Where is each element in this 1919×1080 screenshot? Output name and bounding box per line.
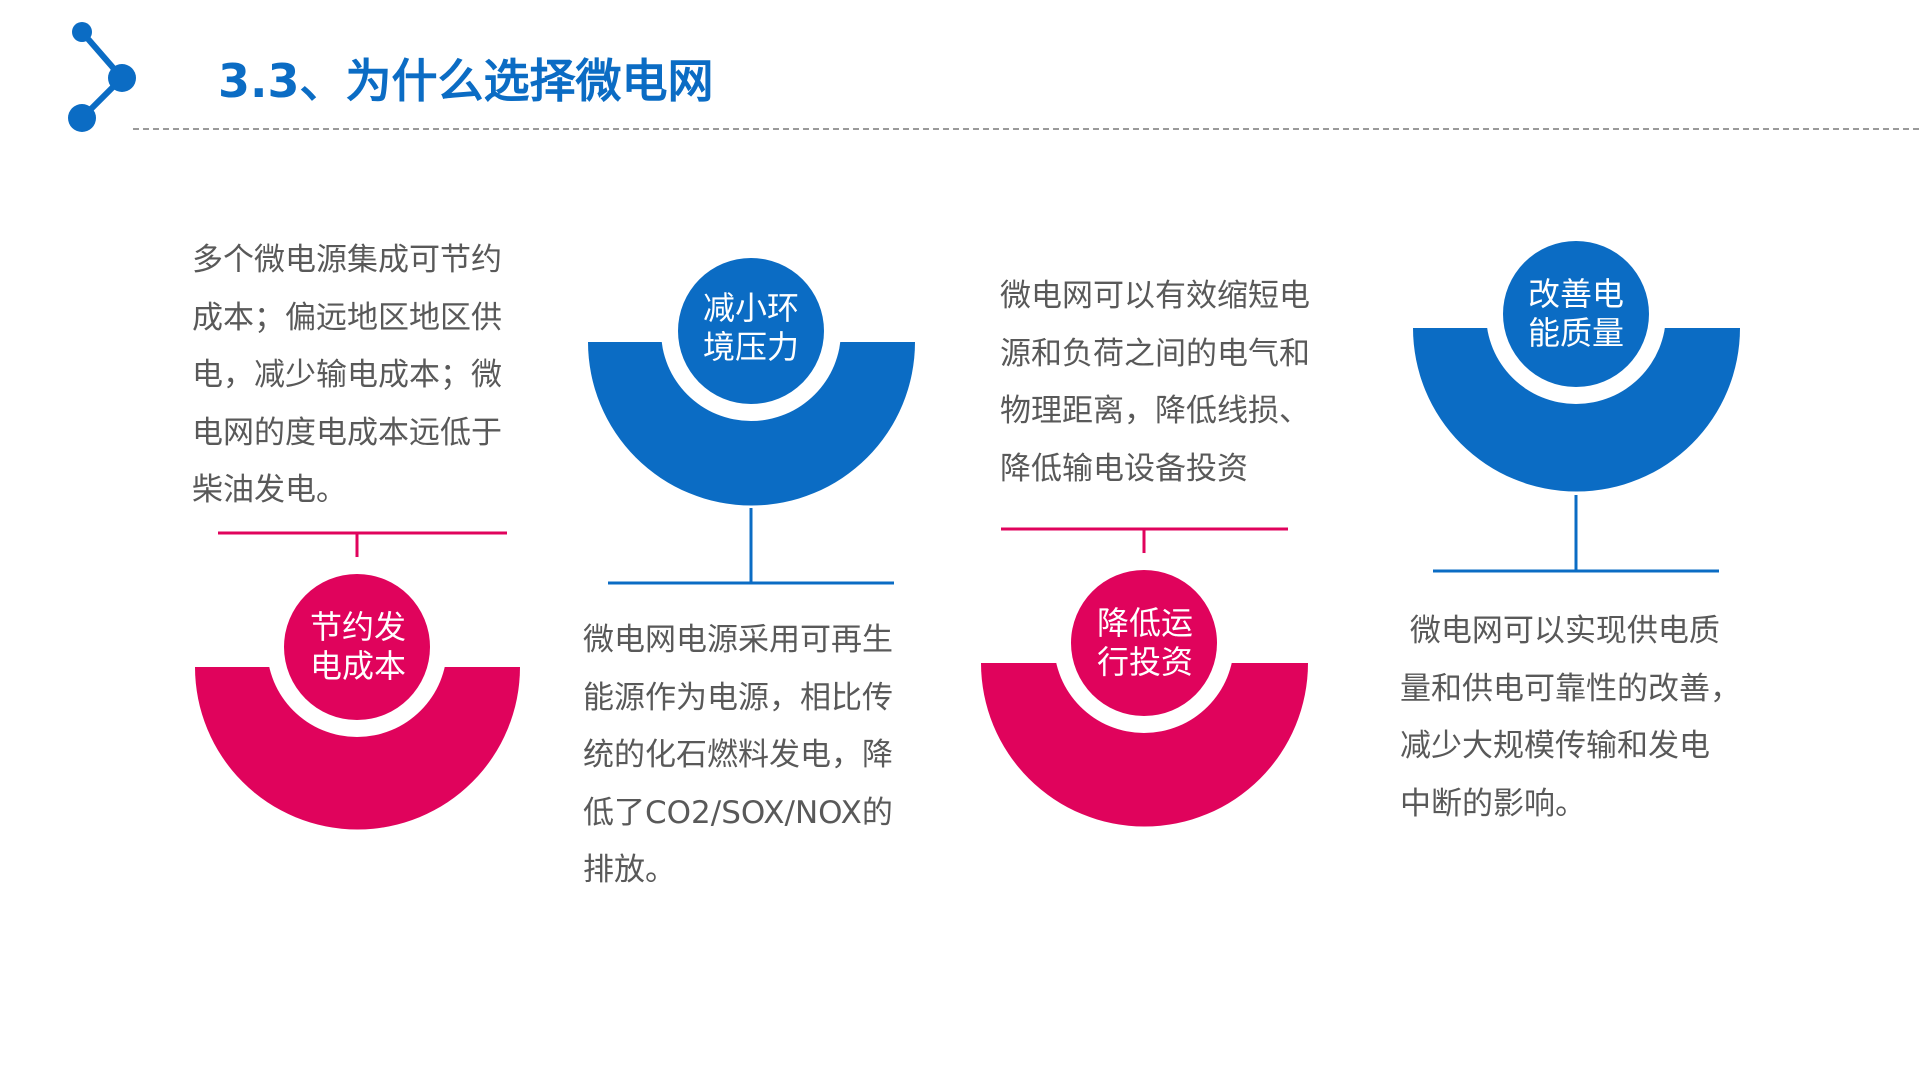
circle-label-quality: 改善电 能质量 — [1527, 275, 1624, 352]
description-investment: 微电网可以有效缩短电 源和负荷之间的电气和 物理距离，降低线损、 降低输电设备投… — [1000, 278, 1310, 487]
bowl-quality — [1413, 224, 1740, 573]
circle-label-investment: 降低运 行投资 — [1096, 604, 1193, 681]
circle-label-cost: 节约发 电成本 — [309, 608, 406, 685]
page-title: 3.3、为什么选择微电网 — [218, 54, 714, 108]
bowl-cost — [195, 531, 520, 830]
header-divider — [133, 128, 1919, 130]
molecule-nodes-icon — [68, 22, 136, 132]
description-quality: 微电网可以实现供电质 量和供电可靠性的改善， 减少大规模传输和发电 中断的影响。 — [1400, 613, 1741, 822]
bowl-environment — [588, 241, 915, 585]
description-environment: 微电网电源采用可再生 能源作为电源，相比传 统的化石燃料发电，降 低了CO2/S… — [583, 622, 893, 888]
bowl-investment — [981, 527, 1308, 827]
description-cost: 多个微电源集成可节约 成本；偏远地区地区供 电，减少输电成本；微 电网的度电成本… — [192, 242, 502, 508]
circle-label-environment: 减小环 境压力 — [702, 289, 799, 366]
